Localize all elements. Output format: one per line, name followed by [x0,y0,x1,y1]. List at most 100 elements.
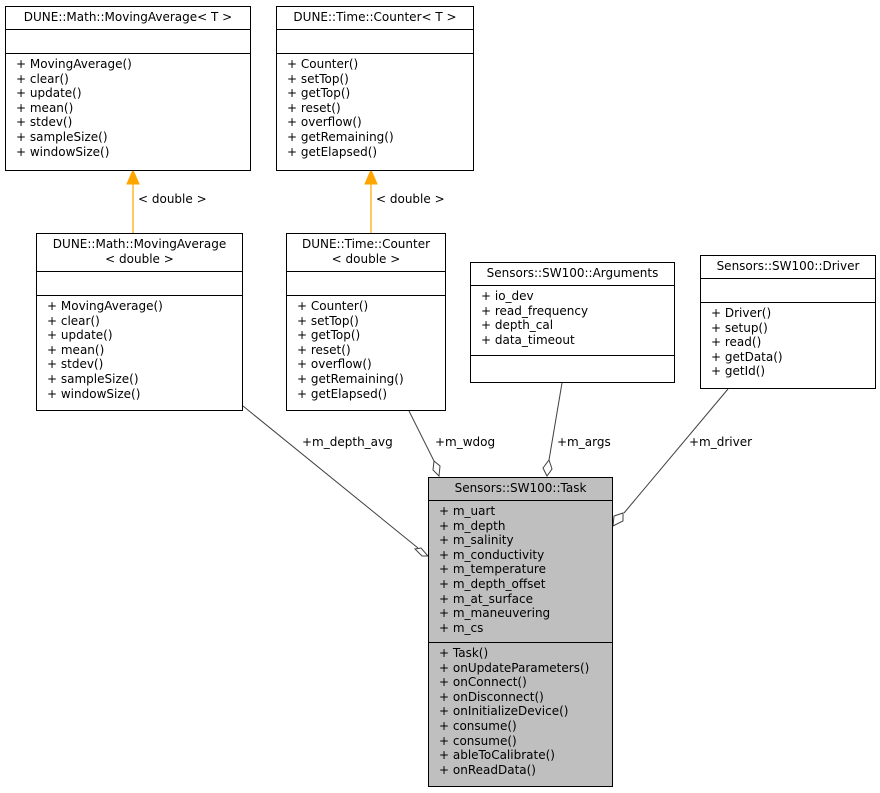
method: + setTop() [297,313,359,328]
attributes-section [277,30,473,54]
methods-section: + Counter() + setTop() + getTop() + rese… [287,296,445,401]
method: + onConnect() [439,675,527,690]
class-name: Sensors::SW100::Task [429,478,612,501]
class-name-line: DUNE::Time::Counter [301,237,431,251]
attribute: + m_depth [439,518,506,533]
composition-edge-args [542,382,563,477]
method: + consume() [439,718,517,733]
methods-section: + Counter() + setTop() + getTop() + rese… [277,54,473,159]
aggregation-diamond [542,458,553,477]
method: + setTop() [287,71,349,86]
class-name: DUNE::Time::Counter < double > [287,234,445,272]
template-edge-counter [364,168,378,233]
method: + onReadData() [439,762,536,777]
template-edge-moving-average [126,168,140,233]
edge-label-args: +m_args [557,435,611,449]
methods-section: + MovingAverage() + clear() + update() +… [6,54,250,159]
class-name: Sensors::SW100::Driver [701,256,875,279]
method: + consume() [439,733,517,748]
method: + Task() [439,646,489,660]
method: + sampleSize() [47,371,139,386]
method: + overflow() [297,357,372,372]
attributes-section: + m_uart + m_depth + m_salinity + m_cond… [429,501,612,643]
aggregation-diamond [612,512,624,527]
class-name-line: DUNE::Time::Counter< T > [293,10,457,24]
attribute: + data_timeout [481,332,575,347]
method: + getRemaining() [287,129,394,144]
method: + sampleSize() [16,129,108,144]
method: + setup() [711,320,768,335]
method: + getTop() [297,328,361,343]
composition-edge-wdog [408,410,441,478]
attributes-section: + io_dev + read_frequency + depth_cal + … [471,286,674,356]
attribute: + depth_cal [481,318,554,333]
edge-label-driver: +m_driver [689,435,753,449]
template-arrowhead [126,168,140,185]
attributes-section [701,279,875,303]
method: + getTop() [287,86,351,101]
method: + ableToCalibrate() [439,748,555,763]
method: + reset() [297,342,351,357]
method: + stdev() [47,357,104,372]
method: + Driver() [711,306,772,320]
class-name-line: Sensors::SW100::Task [454,481,587,495]
class-name-line: Sensors::SW100::Arguments [486,266,659,280]
method: + windowSize() [16,144,110,159]
method: + getId() [711,364,766,379]
template-label-moving-average: < double > [138,192,207,206]
attribute: + m_salinity [439,533,514,548]
class-name: DUNE::Math::MovingAverage < double > [37,234,242,272]
attributes-section [6,30,250,54]
edge-label-depth-avg: +m_depth_avg [302,435,393,449]
method: + Counter() [287,57,359,71]
method: + onDisconnect() [439,689,544,704]
attribute: + m_maneuvering [439,606,551,621]
method: + overflow() [287,115,362,130]
method: + onUpdateParameters() [439,660,590,675]
method: + getData() [711,349,783,364]
method: + stdev() [16,115,73,130]
class-name-line: Sensors::SW100::Driver [716,259,860,273]
class-box-counter-double[interactable]: DUNE::Time::Counter < double > + Counter… [286,233,446,411]
aggregation-diamond [432,460,441,478]
attribute: + read_frequency [481,303,589,318]
edge-label-wdog: +m_wdog [435,435,496,449]
class-box-task[interactable]: Sensors::SW100::Task + m_uart + m_depth … [428,477,613,787]
class-box-arguments[interactable]: Sensors::SW100::Arguments + io_dev + rea… [470,262,675,383]
method: + MovingAverage() [47,299,163,313]
methods-section: + Task() + onUpdateParameters() + onConn… [429,643,612,777]
class-name-line: DUNE::Math::MovingAverage< T > [23,10,233,24]
method: + onInitializeDevice() [439,704,569,719]
class-name-line: DUNE::Math::MovingAverage [52,237,227,251]
attribute: + m_uart [439,504,496,518]
class-box-moving-average-double[interactable]: DUNE::Math::MovingAverage < double > + M… [36,233,243,411]
class-name: DUNE::Time::Counter< T > [277,7,473,30]
attribute: + m_at_surface [439,591,533,606]
class-box-counter-template[interactable]: DUNE::Time::Counter< T > + Counter() + s… [276,6,474,171]
method: + Counter() [297,299,369,313]
method: + getElapsed() [297,386,388,401]
method: + mean() [47,342,105,357]
template-arrowhead [364,168,378,185]
method: + update() [16,86,82,101]
method: + update() [47,328,113,343]
methods-section: + MovingAverage() + clear() + update() +… [37,296,242,401]
template-label-counter: < double > [376,192,445,206]
class-name-line: < double > [331,252,401,266]
class-name: DUNE::Math::MovingAverage< T > [6,7,250,30]
attribute: + m_depth_offset [439,576,546,591]
methods-section: + Driver() + setup() + read() + getData(… [701,303,875,379]
methods-section [471,356,674,380]
attribute: + m_temperature [439,562,546,577]
method: + getElapsed() [287,144,378,159]
class-name: Sensors::SW100::Arguments [471,263,674,286]
attribute: + io_dev [481,289,534,303]
method: + clear() [16,71,69,86]
class-box-driver[interactable]: Sensors::SW100::Driver + Driver() + setu… [700,255,876,389]
class-name-line: < double > [105,252,174,266]
attribute: + m_cs [439,620,484,635]
class-box-moving-average-template[interactable]: DUNE::Math::MovingAverage< T > + MovingA… [5,6,251,171]
aggregation-diamond [413,547,430,557]
composition-edge-depth-avg [242,405,430,557]
